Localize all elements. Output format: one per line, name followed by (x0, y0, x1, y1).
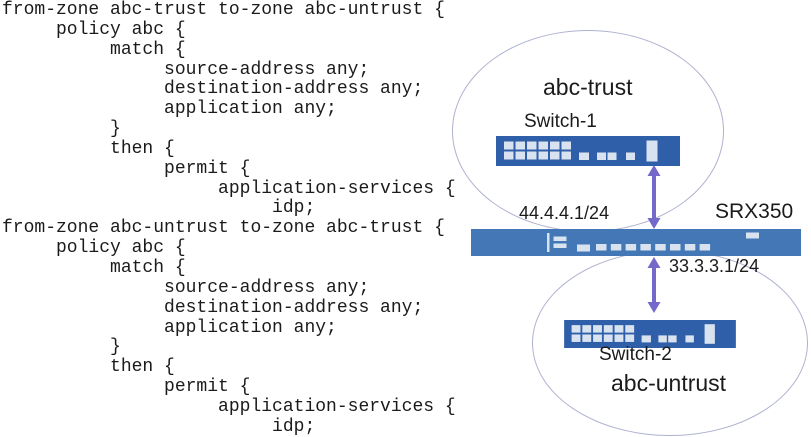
srx350-icon (471, 229, 801, 256)
switch1-icon (496, 136, 680, 166)
switch1-label: Switch-1 (524, 111, 597, 132)
trust-zone-label: abc-trust (543, 74, 633, 100)
trust-interface-ip-label: 44.4.4.1/24 (519, 203, 610, 223)
untrust-zone-label: abc-untrust (611, 370, 727, 396)
untrust-interface-ip-label: 33.3.3.1/24 (669, 256, 760, 276)
trust-link-arrow-icon (647, 165, 661, 229)
switch2-label: Switch-2 (599, 344, 672, 365)
untrust-link-arrow-icon (647, 257, 661, 313)
junos-security-policy-config: from-zone abc-trust to-zone abc-untrust … (2, 0, 456, 437)
srx350-label: SRX350 (715, 200, 794, 223)
